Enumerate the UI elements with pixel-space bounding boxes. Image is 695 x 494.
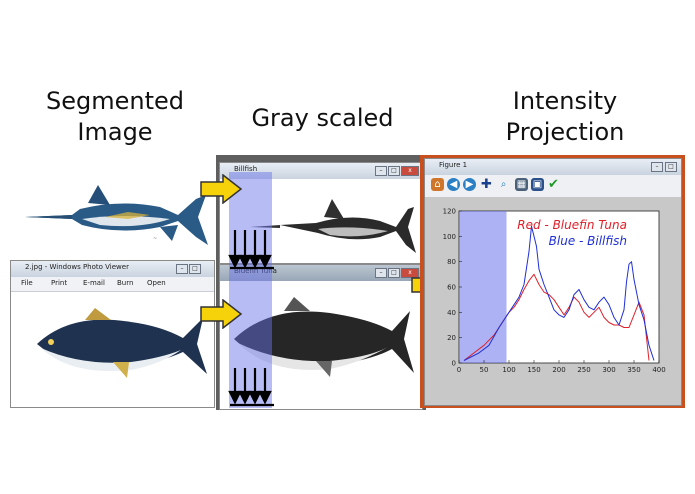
x-tick-label: 400 — [652, 366, 665, 374]
minimize-button[interactable]: – — [176, 264, 188, 274]
maximize-button[interactable]: □ — [189, 264, 201, 274]
menu-file[interactable]: File — [21, 279, 33, 287]
heading-grayscaled: Gray scaled — [251, 104, 394, 132]
gray-tuna-image — [234, 297, 414, 377]
gray-marlin-image — [250, 199, 416, 253]
heading-segmented-line1: Segmented — [46, 87, 184, 115]
bluefin-tuna-image — [37, 308, 207, 378]
x-tick-label: 300 — [602, 366, 615, 374]
billfish-window-title: Billfish — [234, 165, 258, 173]
series-line-bluefin-tuna — [463, 273, 650, 361]
y-tick-label: 100 — [443, 233, 456, 241]
heading-intensity-line2: Projection — [505, 118, 625, 146]
heading-segmented-line2: Image — [77, 118, 153, 146]
highlight-band — [459, 211, 507, 363]
y-tick-label: 80 — [447, 258, 456, 266]
menu-email[interactable]: E-mail — [83, 279, 105, 287]
check-icon[interactable]: ✔ — [548, 177, 559, 192]
svg-text:~: ~ — [153, 236, 157, 242]
back-icon[interactable]: ◀ — [447, 178, 460, 191]
projection-down-arrows — [228, 230, 274, 407]
forward-icon[interactable]: ▶ — [463, 178, 476, 191]
heading-segmented-image: Segmented Image — [30, 86, 200, 148]
heading-intensity-projection: Intensity Projection — [480, 86, 650, 148]
minimize-button[interactable]: – — [375, 166, 387, 176]
save-icon[interactable]: ▣ — [531, 178, 544, 191]
x-tick-label: 50 — [480, 366, 489, 374]
x-tick-label: 0 — [457, 366, 461, 374]
y-tick-label: 40 — [447, 309, 456, 317]
x-tick-label: 200 — [552, 366, 565, 374]
series-line-billfish — [463, 225, 655, 361]
home-icon[interactable]: ⌂ — [431, 178, 444, 191]
figure-window: Figure 1 – □ ⌂ ◀ ▶ ✚ ⌕ ▦ ▣ ✔ 0 50 100 150 20… — [424, 158, 682, 406]
legend-red-bluefin: Red - Bluefin Tuna — [517, 218, 627, 232]
photo-viewer-title: 2.jpg - Windows Photo Viewer — [25, 263, 129, 271]
heading-intensity-line1: Intensity — [512, 87, 618, 115]
zoom-icon[interactable]: ⌕ — [500, 179, 507, 190]
yellow-arrow-billfish — [200, 174, 243, 204]
bluefin-window-title: Bluefin Tuna — [234, 267, 277, 275]
photo-viewer-menubar: File Print E-mail Burn Open — [11, 277, 214, 292]
photo-viewer-window: 2.jpg - Windows Photo Viewer – □ File Pr… — [10, 260, 215, 408]
figure-toolbar: ⌂ ◀ ▶ ✚ ⌕ ▦ ▣ ✔ — [425, 175, 681, 197]
maximize-button[interactable]: □ — [388, 268, 400, 278]
blue-marlin-image: ~ — [25, 185, 208, 245]
figure-window-title: Figure 1 — [439, 161, 468, 169]
close-button[interactable]: x — [401, 268, 419, 278]
y-tick-label: 60 — [447, 284, 456, 292]
maximize-button[interactable]: □ — [665, 162, 677, 172]
yellow-arrow-tuna — [200, 299, 243, 329]
x-tick-label: 250 — [577, 366, 590, 374]
pan-icon[interactable]: ✚ — [481, 177, 492, 192]
minimize-button[interactable]: – — [651, 162, 663, 172]
minimize-button[interactable]: – — [375, 268, 387, 278]
menu-print[interactable]: Print — [51, 279, 68, 287]
billfish-grayscale-window: Billfish – □ x — [219, 162, 423, 264]
segmented-billfish-panel: ~ — [10, 155, 220, 260]
maximize-button[interactable]: □ — [388, 166, 400, 176]
legend-blue-billfish: Blue - Billfish — [549, 234, 627, 248]
menu-open[interactable]: Open — [147, 279, 166, 287]
menu-burn[interactable]: Burn — [117, 279, 134, 287]
y-tick-label: 20 — [447, 334, 456, 342]
billfish-titlebar[interactable]: Billfish – □ x — [220, 163, 422, 179]
configure-subplots-icon[interactable]: ▦ — [515, 178, 528, 191]
x-tick-label: 150 — [527, 366, 540, 374]
x-tick-label: 100 — [502, 366, 515, 374]
y-tick-label: 0 — [452, 360, 456, 368]
x-tick-label: 350 — [627, 366, 640, 374]
photo-viewer-titlebar[interactable]: 2.jpg - Windows Photo Viewer – □ — [11, 261, 214, 277]
figure-titlebar[interactable]: Figure 1 – □ — [425, 159, 681, 175]
y-tick-label: 120 — [443, 208, 456, 216]
close-button[interactable]: x — [401, 166, 419, 176]
